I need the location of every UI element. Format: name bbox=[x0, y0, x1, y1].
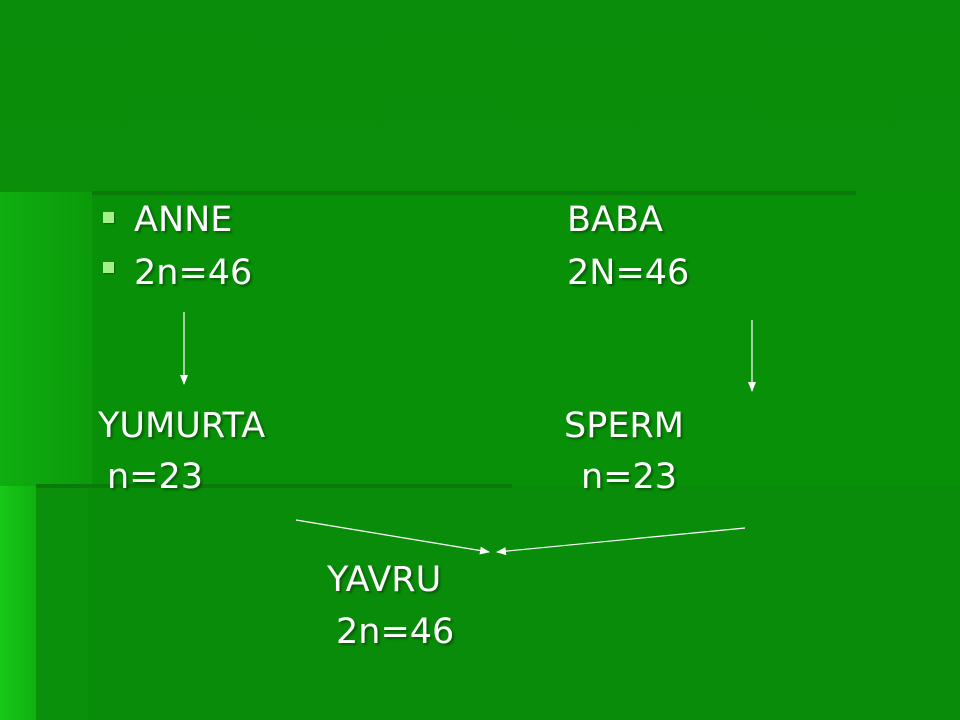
background-lower-inner-panel bbox=[88, 486, 960, 720]
mother-chromosomes: 2n=46 bbox=[134, 253, 253, 293]
offspring-label: YAVRU bbox=[327, 560, 442, 600]
sperm-label: SPERM bbox=[564, 406, 684, 446]
sperm-chromosomes: n=23 bbox=[581, 457, 678, 497]
egg-label: YUMURTA bbox=[98, 406, 266, 446]
mother-label: ANNE bbox=[134, 200, 233, 240]
father-chromosomes: 2N=46 bbox=[567, 253, 690, 293]
middle-divider-line bbox=[36, 484, 512, 488]
father-label: BABA bbox=[567, 200, 663, 240]
egg-to-offspring-arrow bbox=[295, 519, 490, 555]
background-top-band bbox=[0, 0, 960, 192]
background-left-bright-strip bbox=[0, 486, 36, 720]
background-upper-panel bbox=[92, 192, 960, 486]
egg-chromosomes: n=23 bbox=[107, 457, 204, 497]
bullet-square-icon bbox=[103, 262, 114, 273]
top-divider-line bbox=[92, 191, 856, 195]
bullet-square-icon bbox=[103, 212, 114, 223]
sperm-to-offspring-arrow bbox=[496, 527, 746, 556]
offspring-chromosomes: 2n=46 bbox=[336, 612, 455, 652]
